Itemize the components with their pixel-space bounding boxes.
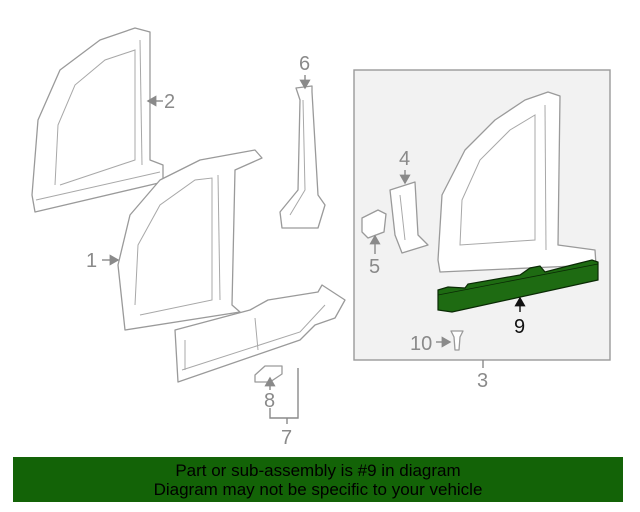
part-10-clip[interactable] bbox=[450, 330, 464, 351]
part-2-side-panel-outer[interactable] bbox=[31, 27, 164, 213]
part-7-rocker-panel[interactable] bbox=[174, 284, 346, 383]
callout-10[interactable]: 10 bbox=[410, 333, 432, 355]
part-8-bracket[interactable] bbox=[254, 365, 283, 383]
callout-7[interactable]: 7 bbox=[281, 427, 292, 449]
callout-8[interactable]: 8 bbox=[264, 390, 275, 412]
part-1-side-panel-inner[interactable] bbox=[117, 149, 263, 331]
part-6-pillar[interactable] bbox=[279, 85, 326, 229]
part-4-reinforcement[interactable] bbox=[389, 181, 429, 254]
callout-9[interactable]: 9 bbox=[514, 316, 525, 338]
callout-3[interactable]: 3 bbox=[477, 370, 488, 392]
callout-5[interactable]: 5 bbox=[369, 256, 380, 278]
banner-disclaimer: Diagram may not be specific to your vehi… bbox=[153, 480, 483, 499]
callout-4[interactable]: 4 bbox=[399, 148, 410, 170]
banner-part-info: Part or sub-assembly is #9 in diagram bbox=[175, 461, 461, 480]
callout-2[interactable]: 2 bbox=[164, 91, 175, 113]
info-banner: Part or sub-assembly is #9 in diagram Di… bbox=[13, 457, 623, 502]
callout-6[interactable]: 6 bbox=[299, 53, 310, 75]
part-9-rocker-reinforcement[interactable] bbox=[437, 259, 599, 313]
part-5-bracket[interactable] bbox=[361, 209, 387, 239]
callout-1[interactable]: 1 bbox=[86, 250, 97, 272]
